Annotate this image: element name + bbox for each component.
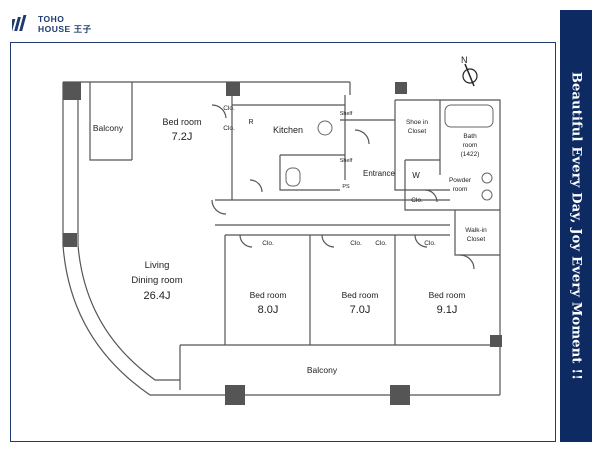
column-s2 (390, 385, 410, 405)
bedroom-nw-size: 7.2J (172, 131, 193, 143)
door-swings (211, 104, 475, 270)
compass-label: N (461, 55, 468, 65)
w-mark-label: W (412, 171, 420, 180)
bed-b-size: 7.0J (350, 304, 371, 316)
column-nw (63, 82, 81, 100)
bed-a-size: 8.0J (258, 304, 279, 316)
toilet-icon (285, 167, 301, 187)
stove-icon (317, 120, 333, 136)
shelf-a-label: Shelf (340, 111, 353, 117)
slogan-banner: Beautiful Every Day, Joy Every Moment !! (560, 10, 592, 442)
bedroom-nw-label: Bed room (162, 117, 201, 127)
sink-icon-a (481, 172, 493, 184)
clo-a-label: Clo. (223, 105, 235, 112)
outer-wall (62, 81, 351, 245)
column-se (490, 335, 502, 347)
clo-f-label: Clo. (375, 240, 387, 247)
interior-walls (215, 95, 501, 256)
plan-frame (10, 42, 556, 442)
sink-icon-b (481, 189, 493, 201)
clo-g-label: Clo. (424, 240, 436, 247)
bedroom-walls (179, 210, 501, 390)
bed-c-size: 9.1J (437, 304, 458, 316)
living-size: 26.4J (144, 290, 171, 302)
clo-b-label: Clo. (223, 125, 235, 132)
bath-line-3: (1422) (461, 151, 480, 158)
clo-e-label: Clo. (350, 240, 362, 247)
column-n2 (395, 82, 407, 94)
r-mark-label: R (248, 119, 253, 126)
powder-line-1: Powder (449, 177, 472, 184)
bathtub (444, 104, 494, 128)
living-line-2: Dining room (131, 275, 182, 286)
north-arrow-icon: N (461, 55, 478, 87)
balcony-nw-label: Balcony (93, 123, 124, 133)
bed-c-label: Bed room (429, 290, 466, 300)
brand-line-1: TOHO (38, 14, 65, 24)
clo-d-label: Clo. (262, 240, 274, 247)
column-w (63, 233, 77, 247)
clo-c-label: Clo. (411, 197, 423, 204)
balcony-s-label: Balcony (307, 365, 338, 375)
column-s1 (225, 385, 245, 405)
kitchen-label: Kitchen (273, 125, 303, 135)
powder-line-2: room (453, 186, 468, 193)
shoe-closet-line-1: Shoe in (406, 119, 428, 126)
entrance-label: Entrance (363, 169, 396, 178)
bath-line-1: Bath (463, 133, 477, 140)
walkin-line-1: Walk-in (465, 227, 487, 234)
ps-label: PS (342, 184, 350, 190)
shoe-closet-line-2: Closet (408, 128, 427, 135)
shelf-b-label: Shelf (340, 158, 353, 164)
bath-line-2: room (463, 142, 478, 149)
living-line-1: Living (145, 260, 170, 271)
brand-line-2: HOUSE 王子 (38, 24, 92, 34)
column-n1 (226, 82, 240, 96)
walkin-line-2: Closet (467, 236, 486, 243)
bed-b-label: Bed room (342, 290, 379, 300)
bed-a-label: Bed room (250, 290, 287, 300)
curved-wall (62, 244, 180, 396)
